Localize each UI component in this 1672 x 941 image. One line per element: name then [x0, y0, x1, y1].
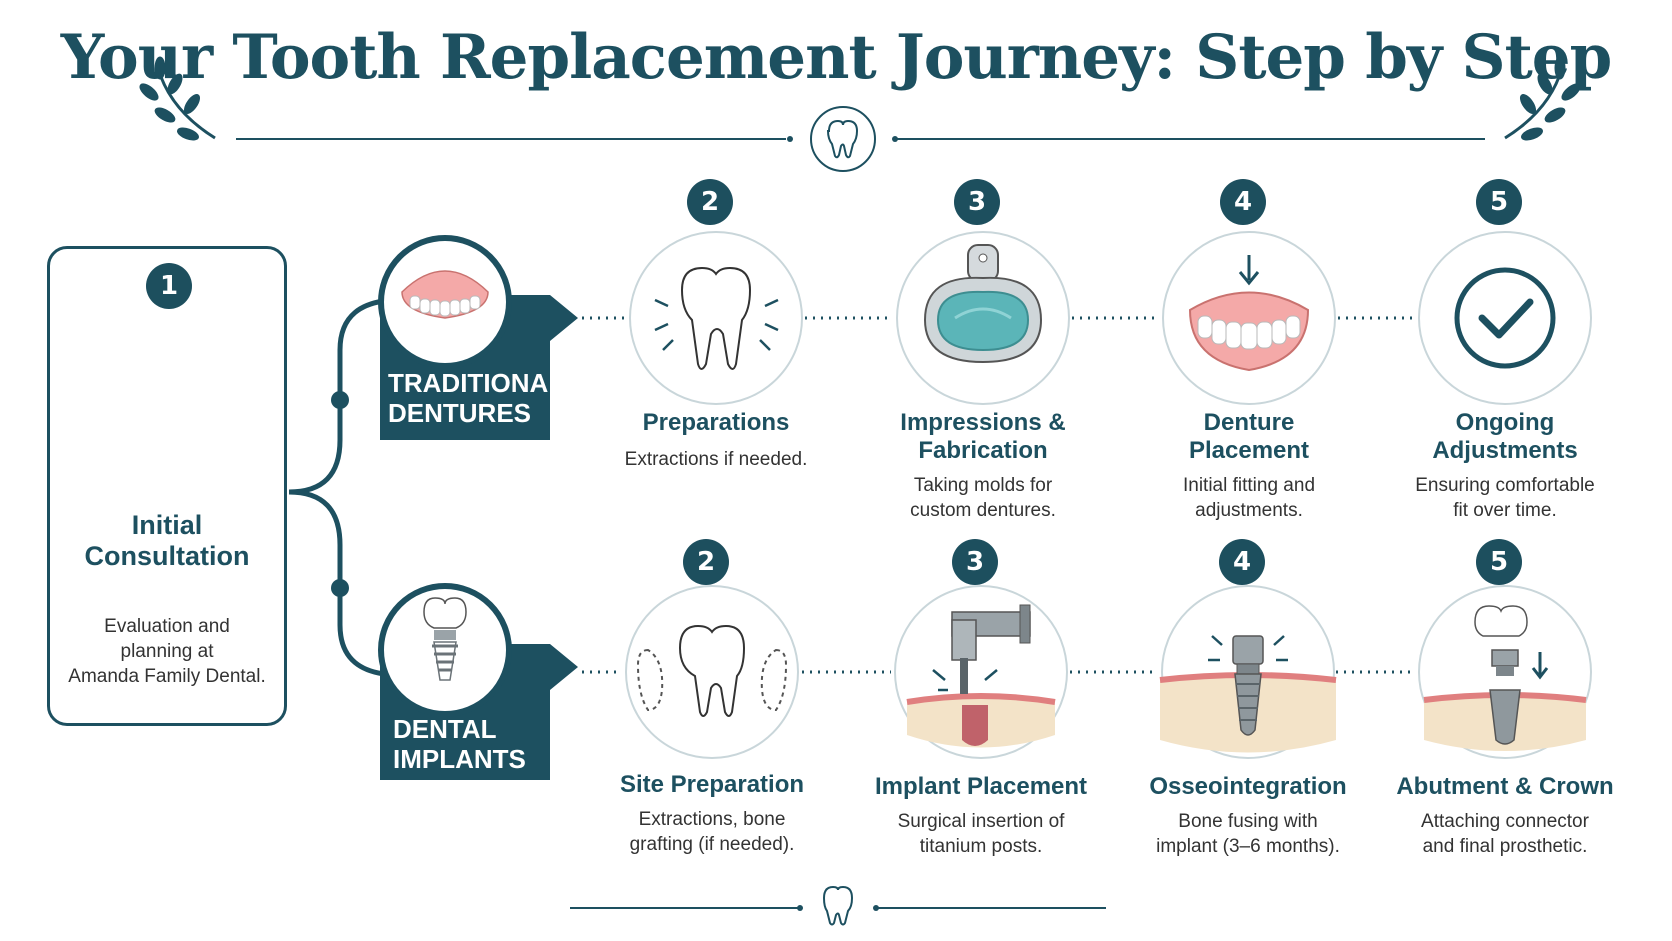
desc-line: Evaluation and: [104, 616, 230, 637]
initial-title-line: Initial: [131, 510, 203, 540]
step-desc: Attaching connector and final prosthetic…: [1385, 809, 1625, 859]
checkmark-icon: [1454, 267, 1556, 369]
header-divider: [236, 136, 1485, 142]
title-line: Site Preparation: [619, 771, 805, 798]
step-title: Site Preparation: [592, 771, 832, 799]
tooth-icon: [822, 885, 854, 926]
tooth-icon: [636, 624, 788, 717]
initial-consultation-title: Initial Consultation: [47, 510, 287, 572]
desc-line: grafting (if needed).: [629, 834, 795, 855]
desc-line: custom dentures.: [910, 500, 1056, 521]
implant-icon: [1159, 635, 1337, 753]
title-line: Placement: [1188, 437, 1310, 464]
implant-icon: [423, 597, 467, 681]
step-desc: Ensuring comfortable fit over time.: [1385, 473, 1625, 523]
tooth-icon: [654, 266, 779, 370]
step-number-badge: 2: [683, 539, 729, 585]
path-label-line: DENTAL: [393, 714, 497, 744]
step-number-badge: 5: [1476, 539, 1522, 585]
traditional-dentures-label: TRADITIONAL DENTURES: [388, 368, 564, 428]
step-desc: Bone fusing with implant (3–6 months).: [1123, 809, 1373, 859]
implant-icon: [1423, 605, 1587, 751]
step-desc: Initial fitting and adjustments.: [1139, 473, 1359, 523]
title-line: Abutment & Crown: [1396, 773, 1614, 800]
step-number-badge: 1: [146, 263, 192, 309]
step-number-badge: 3: [952, 539, 998, 585]
desc-line: adjustments.: [1195, 500, 1303, 521]
path-label-line: DENTURES: [388, 398, 532, 428]
step-number-badge: 5: [1476, 179, 1522, 225]
laurel-icon: [1504, 56, 1581, 141]
desc-line: Extractions, bone: [638, 809, 786, 830]
step-number-badge: 3: [954, 179, 1000, 225]
laurel-icon: [139, 56, 216, 141]
step-desc: Taking molds for custom dentures.: [873, 473, 1093, 523]
desc-line: implant (3–6 months).: [1156, 836, 1340, 857]
desc-line: planning at: [120, 641, 214, 662]
step-number-badge: 2: [687, 179, 733, 225]
step-desc: Extractions, bone grafting (if needed).: [592, 807, 832, 857]
step-title: Ongoing Adjustments: [1395, 409, 1615, 465]
dentures-icon: [401, 270, 489, 319]
desc-line: Ensuring comfortable: [1415, 475, 1595, 496]
initial-consultation-desc: Evaluation and planning at Amanda Family…: [47, 614, 287, 689]
title-line: Preparations: [642, 409, 790, 436]
step-desc: Surgical insertion of titanium posts.: [856, 809, 1106, 859]
title-line: Ongoing: [1455, 409, 1555, 436]
step-connector: [582, 316, 1415, 674]
desc-line: Bone fusing with: [1178, 811, 1318, 832]
title-line: Impressions &: [900, 409, 1066, 436]
desc-line: fit over time.: [1453, 500, 1557, 521]
initial-title-line: Consultation: [84, 541, 250, 571]
step-title: Osseointegration: [1123, 773, 1373, 801]
implants-path-tag: [378, 583, 578, 780]
step-title: Implant Placement: [856, 773, 1106, 801]
title-line: Osseointegration: [1149, 773, 1347, 800]
page-title: Your Tooth Replacement Journey: Step by …: [60, 22, 1612, 93]
initial-consultation-card: [47, 246, 287, 726]
dentures-icon: [1188, 255, 1310, 372]
desc-line: Extractions if needed.: [624, 449, 808, 470]
step-title: Impressions & Fabrication: [873, 409, 1093, 465]
impression-tray-icon: [923, 244, 1043, 364]
title-line: Implant Placement: [874, 773, 1088, 800]
desc-line: Initial fitting and: [1182, 475, 1316, 496]
step-title: Preparations: [616, 409, 816, 437]
desc-line: Amanda Family Dental.: [68, 666, 266, 687]
step-title: Denture Placement: [1139, 409, 1359, 465]
tooth-icon: [810, 106, 876, 172]
path-label-line: TRADITIONAL: [388, 368, 565, 398]
drill-icon: [906, 604, 1056, 748]
footer-divider: [570, 905, 1106, 911]
title-line: Adjustments: [1432, 437, 1578, 464]
desc-line: titanium posts.: [919, 836, 1043, 857]
title-line: Denture: [1203, 409, 1295, 436]
step-number-badge: 4: [1219, 539, 1265, 585]
desc-line: Taking molds for: [913, 475, 1053, 496]
desc-line: Attaching connector: [1421, 811, 1589, 832]
desc-line: and final prosthetic.: [1422, 836, 1588, 857]
title-line: Fabrication: [918, 437, 1048, 464]
dental-implants-label: DENTAL IMPLANTS: [393, 714, 526, 774]
step-number-badge: 4: [1220, 179, 1266, 225]
desc-line: Surgical insertion of: [897, 811, 1065, 832]
step-title: Abutment & Crown: [1385, 773, 1625, 801]
path-label-line: IMPLANTS: [393, 744, 526, 774]
step-desc: Extractions if needed.: [596, 447, 836, 472]
